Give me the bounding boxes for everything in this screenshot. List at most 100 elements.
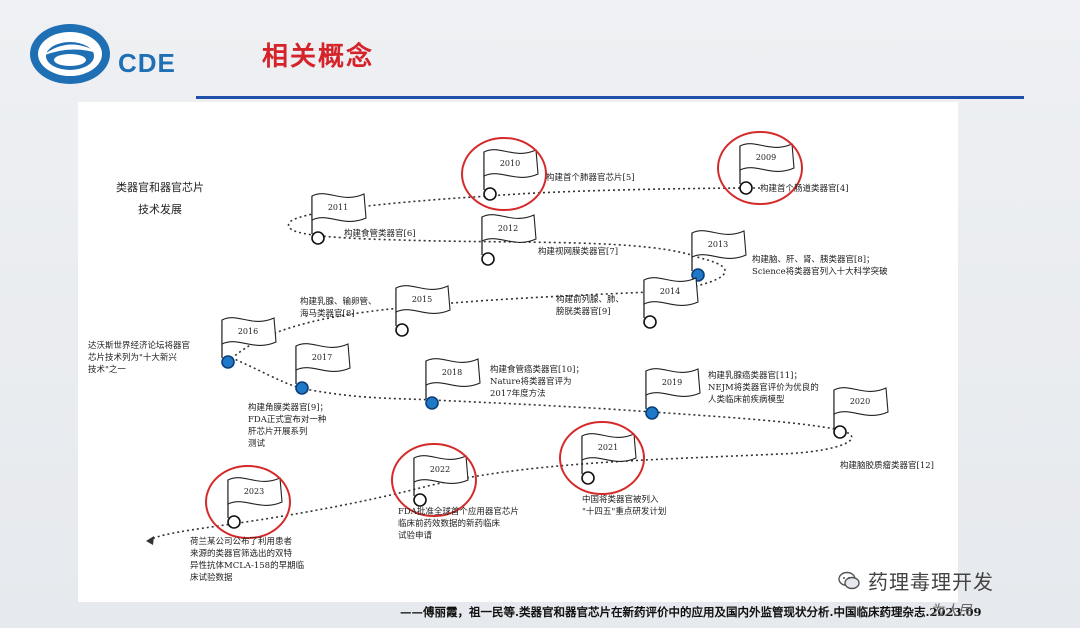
milestone-year: 2010 xyxy=(500,159,520,168)
milestone-year: 2018 xyxy=(442,368,462,377)
logo-text: CDE xyxy=(118,48,176,78)
diagram-heading: 类器官和器官芯片 技术发展 xyxy=(100,177,220,221)
highlight-circle xyxy=(391,443,477,517)
milestone-desc-2021: 中国将类器官被列入 "十四五"重点研发计划 xyxy=(582,494,666,518)
milestone-year: 2012 xyxy=(498,224,518,233)
milestone-desc-line: 肝芯片开展系列 xyxy=(248,427,308,437)
milestone-desc-2016: 达沃斯世界经济论坛将器官芯片技术列为"十大新兴技术"之一 xyxy=(88,340,190,376)
timeline-arrow-icon xyxy=(146,536,154,545)
milestone-desc-line: 海马类器官[8] xyxy=(300,309,355,319)
citation: ——傅丽霞，祖一民等.类器官和器官芯片在新药评价中的应用及国内外监管现状分析.中… xyxy=(400,605,982,619)
milestone-desc-line: 构建乳腺、输卵管、 xyxy=(300,297,377,307)
milestone-desc-line: 构建前列腺、肺、 xyxy=(556,295,625,305)
open-marker-icon xyxy=(311,231,325,245)
milestone-desc-2017: 构建角膜类器官[9]；FDA正式宣布对一种肝芯片开展系列测试 xyxy=(248,402,328,450)
milestone-desc-line: 构建视网膜类器官[7] xyxy=(538,247,619,257)
milestone-desc-2019: 构建乳腺癌类器官[11]； NEJM将类器官评价为优良的人类临床前疾病模型 xyxy=(708,370,819,406)
milestone-desc-line: 中国将类器官被列入 xyxy=(582,495,659,505)
milestone-desc-line: FDA批准全球首个应用器官芯片 xyxy=(398,507,519,517)
flag-icon xyxy=(581,433,637,462)
milestone-desc-line: 芯片技术列为"十大新兴 xyxy=(88,353,177,363)
watermark-text: 药理毒理开发 xyxy=(868,570,994,594)
milestone-year: 2020 xyxy=(850,397,870,406)
milestone-2023: 2023 xyxy=(205,465,291,539)
milestone-desc-line: 人类临床前疾病模型 xyxy=(708,395,785,405)
milestone-desc-line: 来源的类器官筛选出的双特 xyxy=(190,549,293,559)
milestone-desc-2011: 构建食管类器官[6] xyxy=(344,228,416,240)
flag-icon xyxy=(413,455,469,484)
milestone-2012: 2012 xyxy=(481,214,537,266)
milestone-2019: 2019 xyxy=(645,368,701,420)
flag-icon xyxy=(481,214,537,243)
milestone-desc-2015: 构建乳腺、输卵管、海马类器官[8] xyxy=(300,296,377,320)
flag-icon xyxy=(833,387,889,416)
milestone-year: 2013 xyxy=(708,240,728,249)
milestone-year: 2016 xyxy=(238,327,258,336)
milestone-year: 2017 xyxy=(312,353,332,362)
diagram-heading-line-1: 类器官和器官芯片 xyxy=(116,181,204,194)
filled-marker-icon xyxy=(295,381,309,395)
milestone-desc-line: 膀胱类器官[9] xyxy=(556,307,611,317)
flag-icon xyxy=(425,358,481,387)
milestone-desc-line: Science将类器官列入十大科学突破 xyxy=(752,267,888,277)
flag-icon xyxy=(395,285,451,314)
milestone-2015: 2015 xyxy=(395,285,451,337)
open-marker-icon xyxy=(227,515,241,529)
milestone-desc-line: 测试 xyxy=(248,439,266,449)
milestone-desc-line: 构建脑、肝、肾、胰类器官[8]； xyxy=(752,255,875,265)
filled-marker-icon xyxy=(425,396,439,410)
milestone-desc-line: 临床前药效数据的新药临床 xyxy=(398,519,501,529)
filled-marker-icon xyxy=(645,406,659,420)
milestone-desc-line: "十四五"重点研发计划 xyxy=(582,507,667,517)
milestone-desc-2009: 构建首个肠道类器官[4] xyxy=(760,183,849,195)
highlight-circle xyxy=(205,465,291,539)
milestone-2016: 2016 xyxy=(221,317,277,369)
milestone-desc-line: 构建首个肠道类器官[4] xyxy=(760,184,849,194)
flag-icon xyxy=(691,230,747,259)
milestone-year: 2019 xyxy=(662,378,682,387)
milestone-desc-2010: 构建首个肺器官芯片[5] xyxy=(546,172,635,184)
milestone-year: 2015 xyxy=(412,295,432,304)
milestone-2022: 2022 xyxy=(391,443,477,517)
milestone-2010: 2010 xyxy=(461,137,547,211)
flag-icon xyxy=(645,368,701,397)
open-marker-icon xyxy=(413,493,427,507)
flag-icon xyxy=(311,193,367,222)
milestone-desc-line: 构建乳腺癌类器官[11]； xyxy=(708,371,802,381)
flag-icon xyxy=(227,477,283,506)
milestone-desc-line: NEJM将类器官评价为优良的 xyxy=(708,383,819,393)
open-marker-icon xyxy=(833,425,847,439)
milestone-year: 2011 xyxy=(328,203,348,212)
flag-icon xyxy=(643,277,699,306)
diagram-panel xyxy=(78,102,958,602)
open-marker-icon xyxy=(643,315,657,329)
milestone-desc-line: 床试验数据 xyxy=(190,573,233,583)
watermark: 药理毒理开发 xyxy=(838,566,994,595)
milestone-year: 2014 xyxy=(660,287,680,296)
title-divider xyxy=(196,96,1024,99)
cde-logo-emblem-icon xyxy=(30,24,110,84)
highlight-circle xyxy=(717,131,803,205)
milestone-2017: 2017 xyxy=(295,343,351,395)
milestone-year: 2009 xyxy=(756,153,776,162)
milestone-desc-line: 技术"之一 xyxy=(88,365,126,375)
milestone-desc-2014: 构建前列腺、肺、膀胱类器官[9] xyxy=(556,294,624,318)
open-marker-icon xyxy=(481,252,495,266)
highlight-circle xyxy=(461,137,547,211)
watermark-signature: 为人民 xyxy=(930,603,972,619)
milestone-desc-2012: 构建视网膜类器官[7] xyxy=(538,246,618,258)
milestone-year: 2022 xyxy=(430,465,450,474)
milestone-desc-line: 构建首个肺器官芯片[5] xyxy=(546,173,635,183)
milestone-desc-line: 2017年度方法 xyxy=(490,389,546,399)
flag-icon xyxy=(483,149,539,178)
milestone-desc-line: 异性抗体MCLA-158的早期临 xyxy=(190,561,305,571)
milestone-2014: 2014 xyxy=(643,277,699,329)
cde-logo xyxy=(28,14,178,90)
open-marker-icon xyxy=(581,471,595,485)
milestone-desc-line: 构建食管癌类器官[10]； xyxy=(490,365,584,375)
milestone-2011: 2011 xyxy=(311,193,367,245)
milestone-desc-line: 构建脑胶质瘤类器官[12] xyxy=(840,461,934,471)
milestone-desc-2013: 构建脑、肝、肾、胰类器官[8]； Science将类器官列入十大科学突破 xyxy=(752,254,888,278)
flag-icon xyxy=(739,143,795,172)
flag-icon xyxy=(221,317,277,346)
